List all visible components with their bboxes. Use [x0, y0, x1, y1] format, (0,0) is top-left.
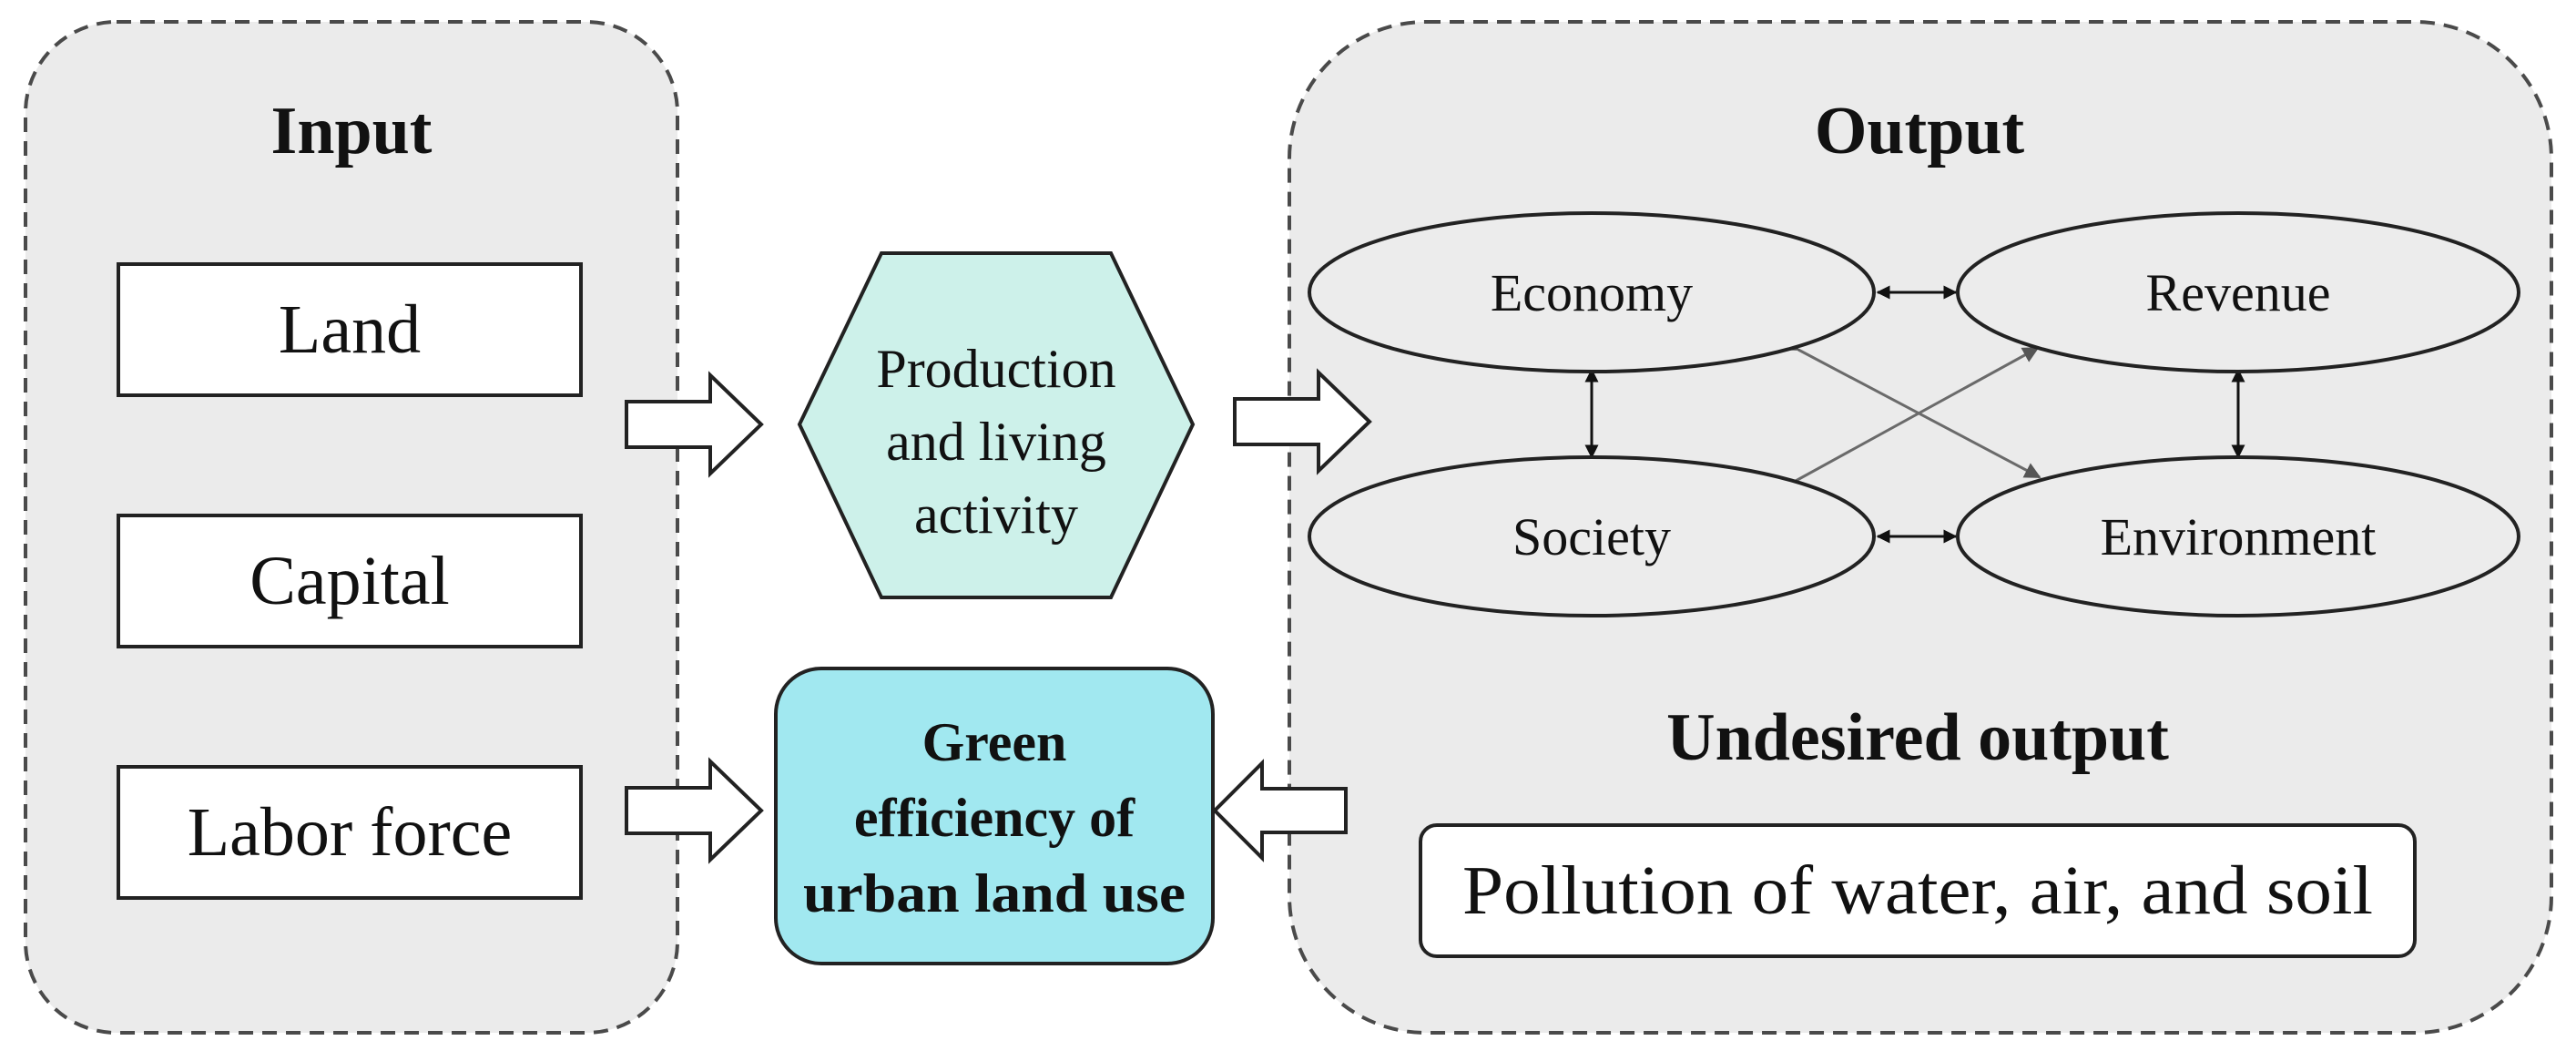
undesired-output-title: Undesired output: [1666, 700, 2169, 775]
undesired-output-box: [1419, 823, 2417, 958]
production-line-3: activity: [914, 485, 1078, 545]
input-label-land: Land: [279, 291, 421, 368]
node-society: [1308, 455, 1876, 617]
result-line-2: efficiency of: [854, 788, 1135, 848]
production-line-2: and living: [886, 412, 1106, 472]
arrow-input-to-production: [625, 371, 764, 478]
output-title: Output: [1815, 94, 2025, 168]
input-box-capital: [117, 514, 583, 648]
arrow-production-to-output: [1233, 368, 1372, 475]
green-efficiency-node: Green efficiency of urban land use: [774, 667, 1215, 965]
output-panel: Output Economy Revenue Society Environme…: [1288, 20, 2553, 1035]
production-activity-node: Production and living activity: [797, 251, 1196, 599]
input-label-capital: Capital: [249, 543, 450, 619]
production-line-1: Production: [876, 339, 1115, 399]
input-title: Input: [271, 94, 433, 168]
input-box-labor: [117, 765, 583, 900]
undesired-output-label: Pollution of water, air, and soil: [1462, 852, 2373, 929]
node-revenue-label: Revenue: [2146, 263, 2331, 322]
node-economy: [1308, 211, 1876, 373]
node-society-label: Society: [1512, 507, 1671, 566]
result-line-1: Green: [922, 712, 1067, 772]
link-society-revenue: [1778, 346, 2040, 495]
node-environment-label: Environment: [2101, 507, 2377, 566]
input-box-land: [117, 262, 583, 397]
arrow-input-to-efficiency: [625, 757, 764, 864]
input-label-labor: Labor force: [188, 794, 513, 871]
node-economy-label: Economy: [1491, 263, 1693, 322]
arrow-output-to-efficiency: [1212, 759, 1348, 862]
result-line-3: urban land use: [803, 863, 1186, 923]
input-panel: Input Land Capital Labor force: [24, 20, 679, 1035]
node-revenue: [1956, 211, 2520, 373]
node-environment: [1956, 455, 2520, 617]
